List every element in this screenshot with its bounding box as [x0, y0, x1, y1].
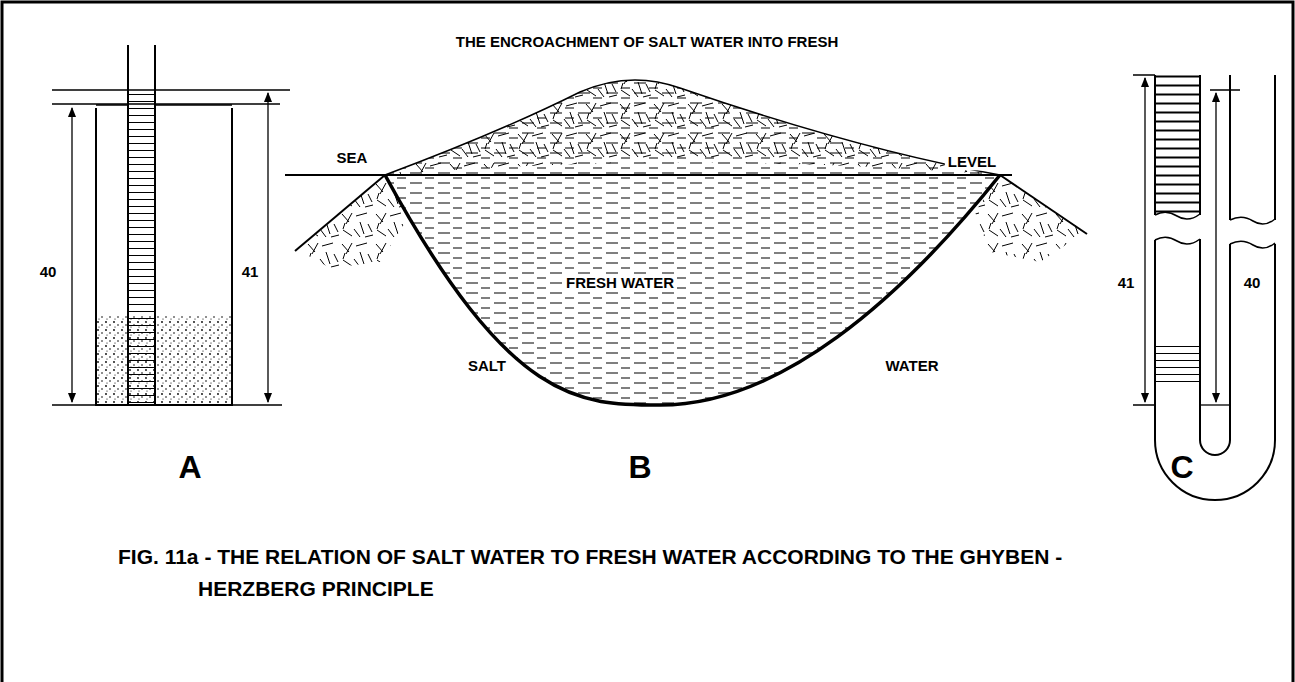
- sea-level-label: LEVEL: [945, 153, 999, 170]
- salt-fresh-interface: [385, 175, 1000, 405]
- figure-title: THE ENCROACHMENT OF SALT WATER INTO FRES…: [456, 33, 839, 50]
- node-label: FRESH WATER: [563, 274, 677, 291]
- figure-caption: FIG. 11a - THE RELATION OF SALT WATER TO…: [118, 541, 1098, 605]
- figure-letter: B: [628, 449, 651, 486]
- hill-outline: [385, 80, 1000, 175]
- figure-letter: C: [1170, 449, 1193, 486]
- figure-letter: A: [178, 449, 201, 486]
- dimension-number: 40: [40, 263, 57, 280]
- salt-water-label: SALT: [465, 357, 509, 374]
- dimension-number: 41: [242, 263, 259, 280]
- figure-a: [52, 45, 290, 405]
- salt-water-label: WATER: [882, 357, 941, 374]
- sea-level-label: SEA: [334, 149, 371, 166]
- dimension-number: 40: [1241, 274, 1264, 291]
- fresh-water-fill: [385, 80, 1000, 405]
- dimension-number: 41: [1118, 274, 1135, 291]
- island-hill: [385, 80, 1000, 175]
- figure-c: [1133, 75, 1275, 500]
